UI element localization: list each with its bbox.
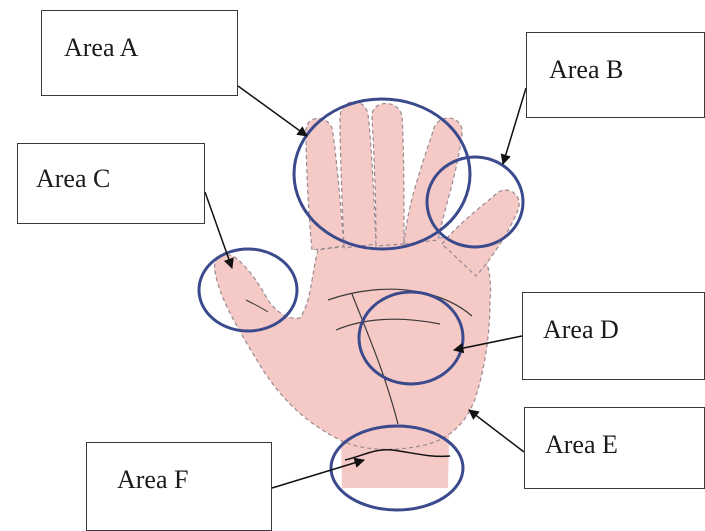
- area-d-label-box: Area D: [522, 292, 705, 380]
- middle-finger-shape: [372, 103, 404, 246]
- area-e-label: Area E: [545, 432, 618, 458]
- area-a-label: Area A: [64, 35, 138, 61]
- area-b-arrow: [503, 88, 526, 164]
- area-b-label-box: Area B: [526, 32, 705, 118]
- area-f-label-box: Area F: [86, 442, 272, 531]
- area-d-label: Area D: [543, 317, 619, 343]
- area-e-arrow: [469, 410, 524, 452]
- area-a-arrow: [238, 86, 307, 136]
- area-c-label-box: Area C: [17, 143, 205, 224]
- area-f-label: Area F: [117, 467, 188, 493]
- area-c-label: Area C: [36, 166, 110, 192]
- palm-shape: [215, 238, 491, 450]
- area-e-label-box: Area E: [524, 407, 705, 489]
- ring-finger-shape: [340, 102, 376, 248]
- area-a-label-box: Area A: [41, 10, 238, 96]
- area-b-label: Area B: [549, 57, 623, 83]
